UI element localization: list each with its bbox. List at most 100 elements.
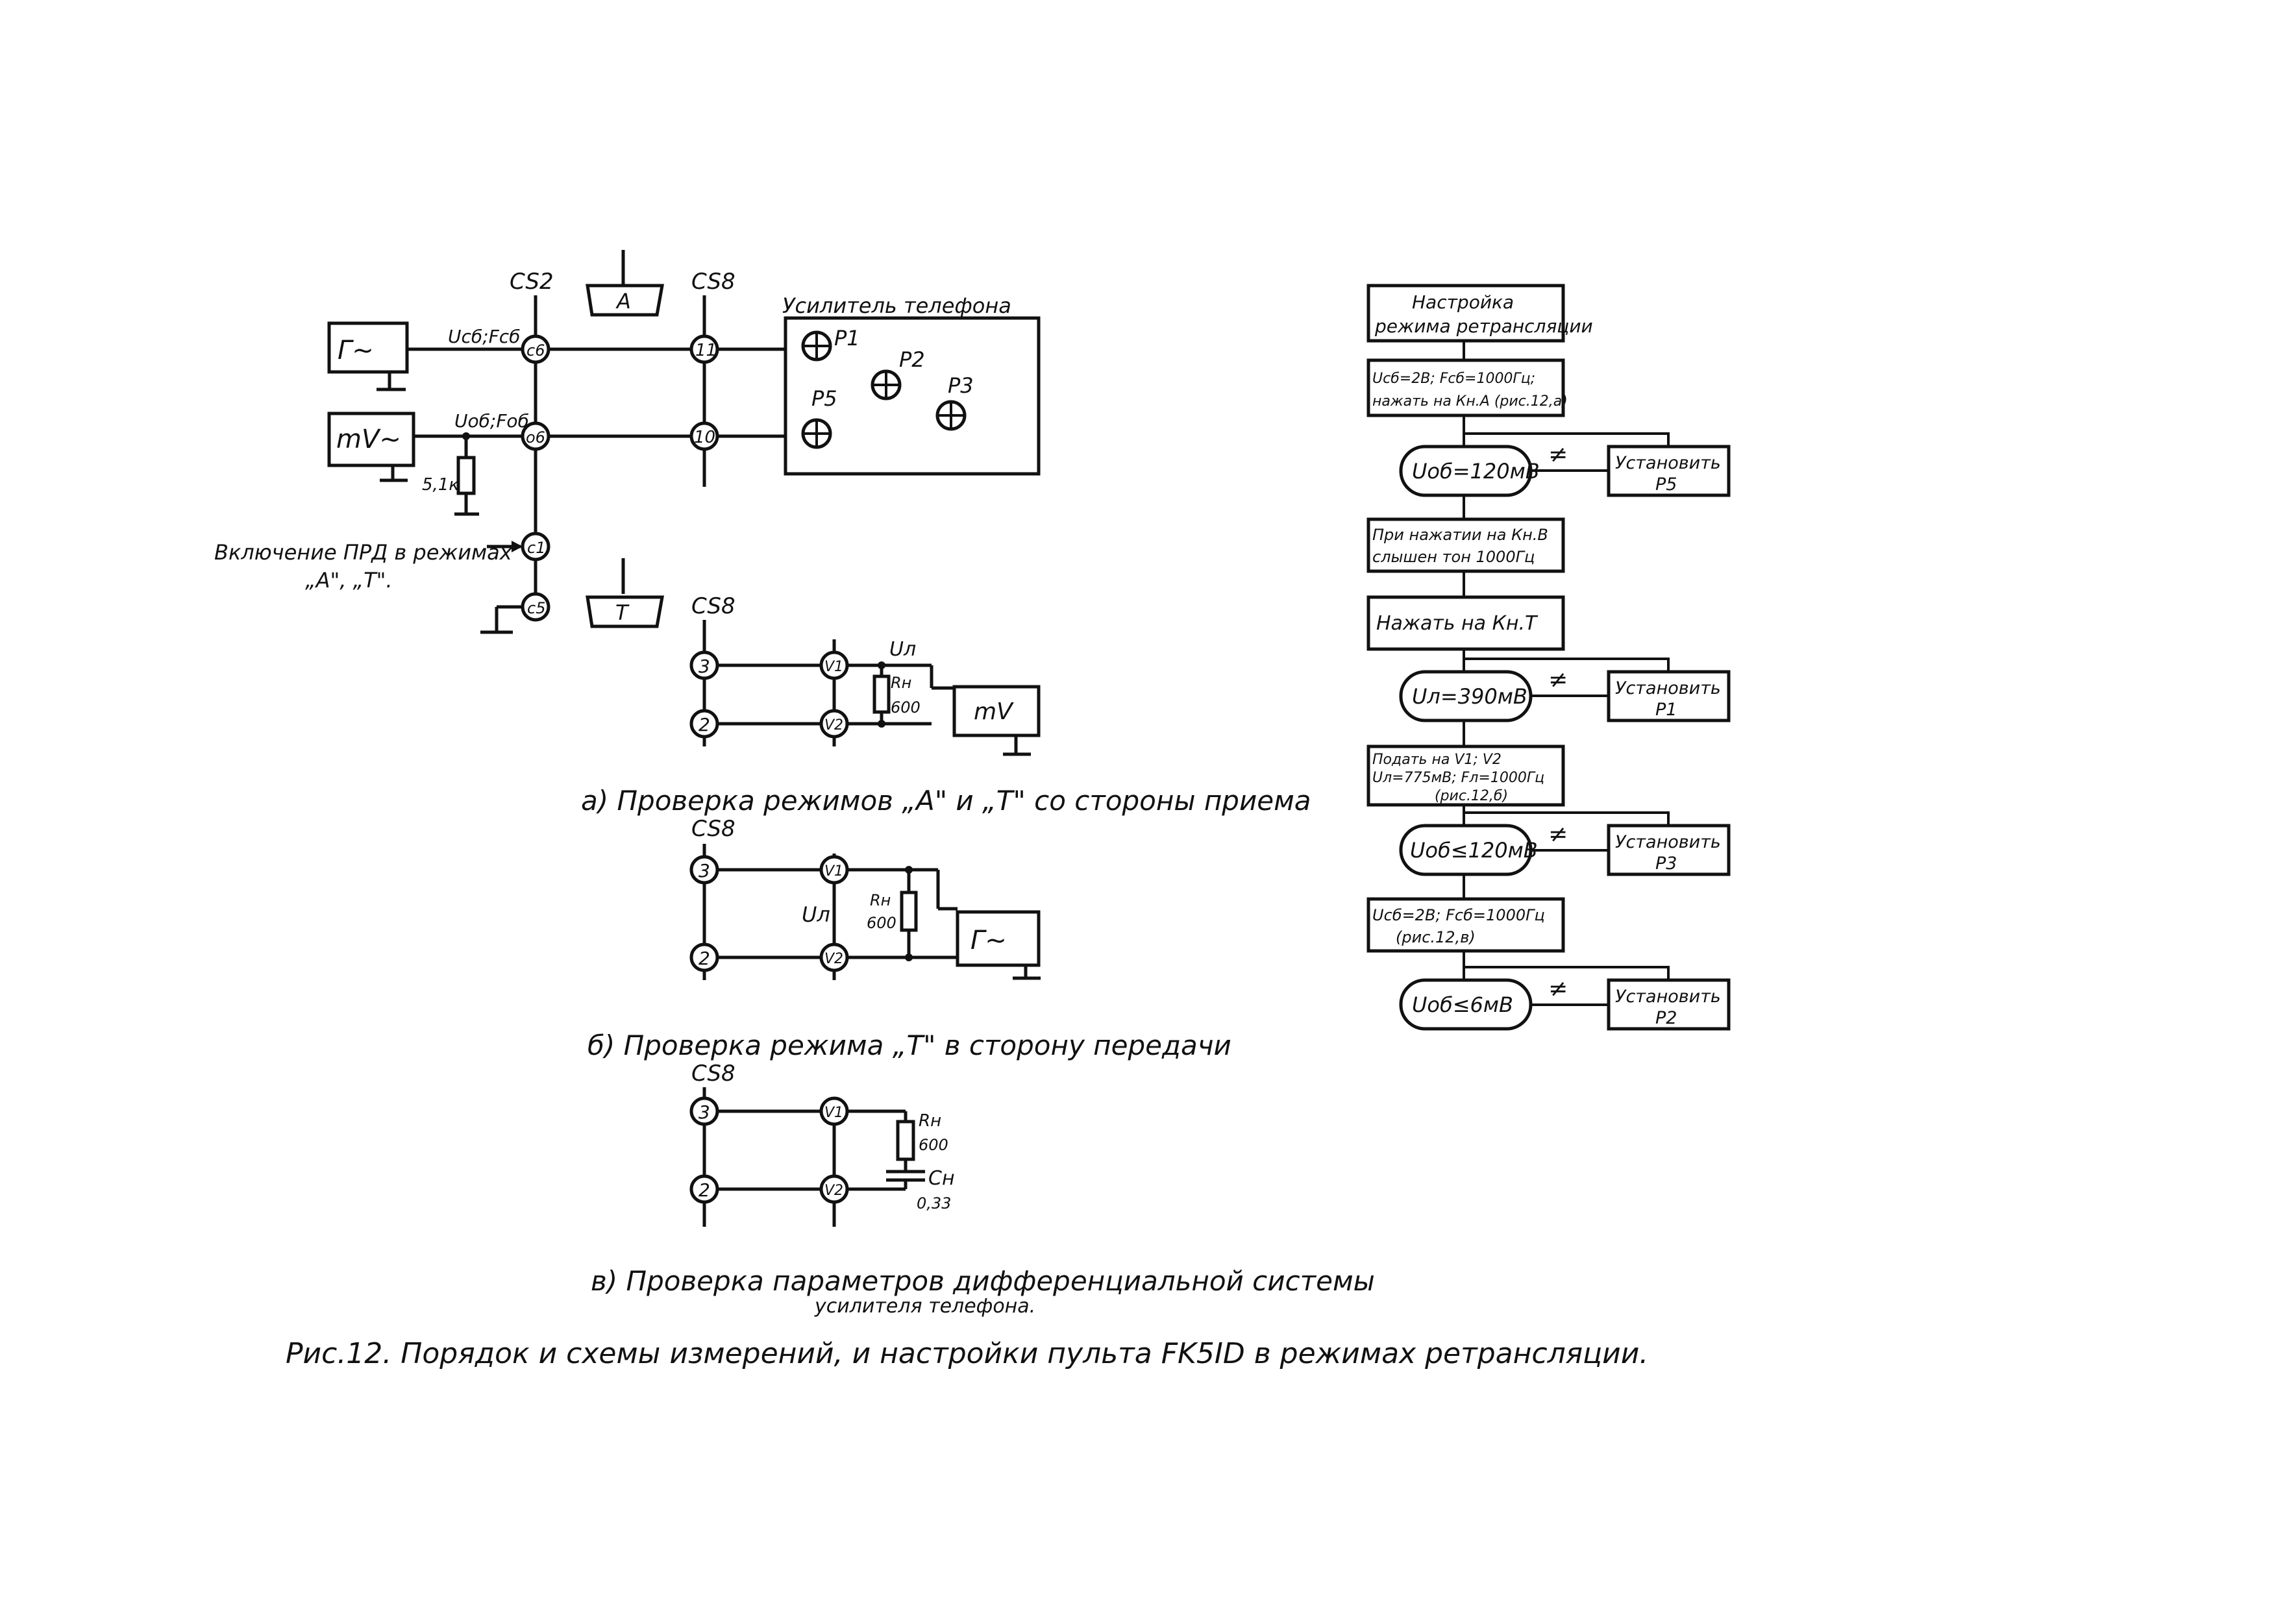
circuit-c: CS8 3 2 V1 V2 Rн 600 Cн 0,33 в) Проверка… [591, 1061, 1375, 1318]
flow-step1-box [1366, 358, 1565, 417]
signal-transmit-label: Ucб;Fcб [448, 326, 520, 347]
circuit-b-pin-3-label: 3 [698, 860, 710, 881]
flow-action1-line1: Установить [1615, 453, 1721, 473]
circuit-b-connector: CS8 [691, 816, 736, 842]
circuit-c-pin-2 [689, 1174, 719, 1204]
amplifier-title: Усилитель телефона [782, 293, 1011, 318]
flow-action2-box [1607, 670, 1731, 722]
circuit-c-pin-3 [689, 1096, 719, 1126]
flow-step3-label: Нажать на Кн.Т [1376, 612, 1539, 635]
pin-10-label: 10 [694, 428, 715, 447]
flow-step1-line1: Ucб=2В; Fcб=1000Гц; [1372, 371, 1535, 387]
circuit-b-generator-box [956, 910, 1041, 967]
circuit-a-load-label: Rн [891, 674, 911, 692]
flow-check1-label: Uoб=120мВ [1412, 459, 1540, 484]
pot-p3-label: P3 [948, 373, 974, 398]
signal-receive-label: Uoб;Foб [454, 410, 529, 432]
circuit-a-v2-label: V2 [824, 717, 843, 733]
circuit-a-meter-label: mV [974, 698, 1014, 725]
circuit-b-load-value: 600 [867, 914, 896, 932]
pot-p3 [935, 400, 967, 431]
flow-step2-line2: слышен тон 1000Гц [1372, 548, 1535, 566]
enable-note-line1: Включение ПРД в режимах [214, 540, 513, 565]
flow-action4-line2: P2 [1655, 1008, 1677, 1028]
figure-caption: Рис.12. Порядок и схемы измерений, и нас… [286, 1337, 1648, 1370]
flow-step2-line1: При нажатии на Кн.В [1372, 526, 1548, 544]
millivoltmeter-box [327, 412, 415, 467]
circuit-b-pin-2-label: 2 [698, 948, 710, 969]
circuit-a-meter-box [952, 685, 1041, 737]
resistor-value: 5,1к [422, 475, 459, 495]
flow-start-line2: режима ретрансляции [1374, 315, 1593, 337]
flow-check4-label: Uoб≤6мВ [1412, 992, 1513, 1017]
flow-step4-box [1366, 744, 1565, 807]
circuit-a-pin-2 [689, 709, 719, 739]
flow-step5-box [1366, 897, 1565, 953]
pin-o6-label: o6 [526, 428, 545, 447]
circuit-c-caption-line2: усилителя телефона. [814, 1295, 1035, 1318]
circuit-a-load-resistor [872, 674, 891, 714]
flow-check3-ne: ≠ [1548, 821, 1568, 848]
cs8-label: CS8 [691, 269, 736, 295]
cs2-label: CS2 [510, 269, 554, 295]
circuit-a-voltage-label: Uл [889, 638, 916, 661]
mode-box-a-label: A [615, 289, 631, 314]
pin-o6 [521, 421, 550, 451]
resistor-5k1 [456, 456, 476, 495]
flow-action2-line2: P1 [1655, 700, 1677, 720]
pot-p1 [801, 330, 832, 362]
flow-step5-line1: Ucб=2В; Fcб=1000Гц [1372, 906, 1545, 924]
flow-step5-line2: (рис.12,в) [1396, 928, 1476, 946]
circuit-b-caption: б) Проверка режима „Т" в сторону передач… [587, 1029, 1231, 1061]
mode-box-a [586, 284, 664, 317]
flow-action2-return [1464, 658, 1670, 672]
flow-step4-line3: (рис.12,б) [1435, 788, 1508, 804]
circuit-b-v1-label: V1 [824, 863, 843, 880]
pot-p2 [871, 369, 902, 400]
circuit-c-load-label: Rн [919, 1111, 941, 1131]
circuit-c-connector: CS8 [691, 1061, 736, 1087]
circuit-b-voltage-label: Uл [802, 902, 830, 927]
flow-action2-line1: Установить [1615, 678, 1721, 698]
tuning-flowchart: Настройка режима ретрансляции Ucб=2В; Fc… [1366, 284, 1731, 1031]
mode-box-t [586, 595, 664, 628]
circuit-c-v2-label: V2 [824, 1183, 843, 1199]
circuit-b: CS8 3 2 V1 V2 Uл Rн 600 Г~ б) Проверка р… [587, 816, 1231, 1061]
circuit-a-connector: CS8 [691, 593, 736, 619]
generator-box [327, 321, 409, 374]
pin-c6 [521, 334, 550, 364]
generator-label: Г~ [338, 336, 374, 365]
circuit-b-pin-3 [689, 855, 719, 885]
circuit-b-v2-label: V2 [824, 951, 843, 967]
circuit-c-v1-label: V1 [824, 1105, 843, 1121]
circuit-c-load-resistor [896, 1120, 915, 1161]
circuit-c-pin-3-label: 3 [698, 1101, 710, 1123]
circuit-b-pin-2 [689, 942, 719, 972]
flow-action1-line2: P5 [1655, 474, 1677, 495]
circuit-c-caption-line1: в) Проверка параметров дифференциальной … [591, 1265, 1375, 1297]
circuit-a-load-value: 600 [891, 698, 921, 717]
flow-start-line1: Настройка [1412, 291, 1514, 313]
flow-action3-line2: P3 [1655, 854, 1677, 874]
circuit-b-load-resistor [900, 891, 918, 932]
flow-check3-label: Uoб≤120мВ [1410, 838, 1538, 863]
circuit-a-pin-3 [689, 650, 719, 680]
pin-c5-label: c5 [527, 599, 545, 617]
flow-action1-return [1464, 432, 1670, 447]
enable-arrow-head [512, 541, 523, 552]
pin-c6-label: c6 [526, 341, 545, 360]
circuit-b-load-label: Rн [870, 891, 891, 909]
circuit-a-pin-2-label: 2 [698, 714, 710, 735]
flow-step1-line2: нажать на Кн.А (рис.12,а) [1372, 393, 1568, 410]
flow-action3-return [1464, 811, 1670, 826]
circuit-a: T CS8 3 2 V1 V2 Rн 600 Uл mV а) Проверка… [581, 558, 1311, 817]
pin-c1-label: c1 [527, 539, 545, 557]
pot-p5-label: P5 [811, 386, 837, 411]
flow-start-box [1366, 284, 1565, 343]
flow-check1-ne: ≠ [1548, 441, 1568, 468]
flow-action4-return [1464, 966, 1670, 980]
circuit-c-cap-value: 0,33 [917, 1194, 951, 1212]
pin-10 [689, 421, 719, 451]
millivoltmeter-label: mV~ [336, 424, 401, 454]
pin-11-label: 11 [695, 341, 717, 360]
